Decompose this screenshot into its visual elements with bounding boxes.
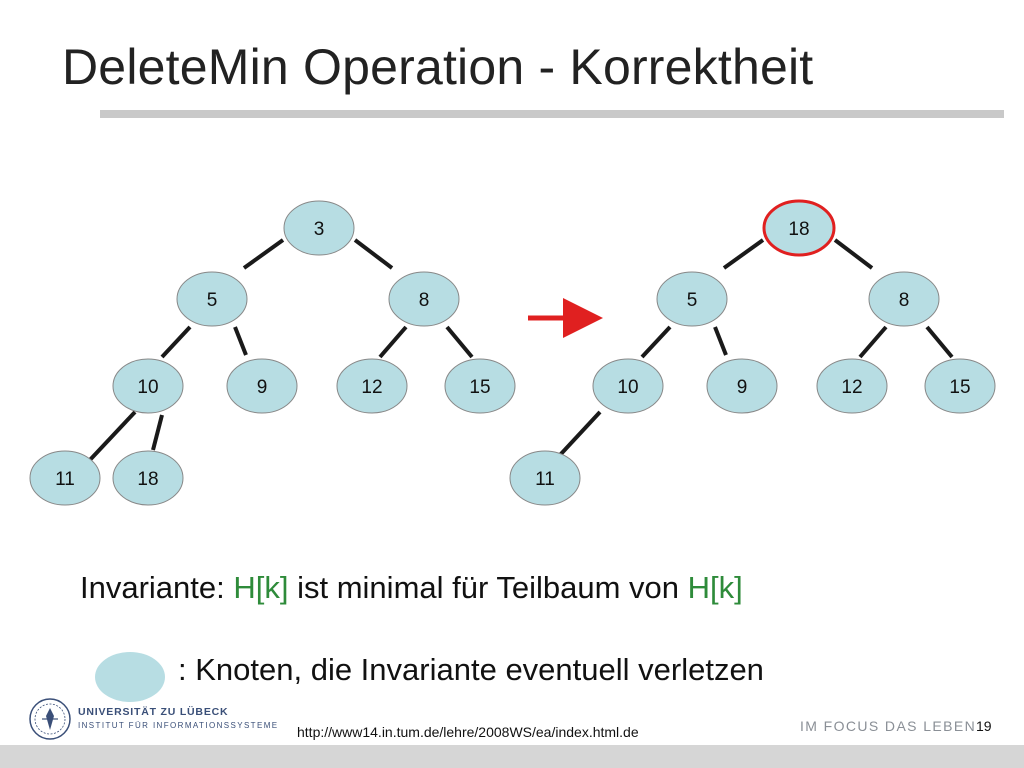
invariant-statement: Invariante: H[k] ist minimal für Teilbau… <box>80 570 743 606</box>
node-key: 10 <box>617 377 638 398</box>
heap-node: 8 <box>868 271 940 327</box>
logo-university-name: UNIVERSITÄT ZU LÜBECK <box>78 706 229 718</box>
node-key: 10 <box>137 377 158 398</box>
invariant-prefix: Invariante: <box>80 570 234 605</box>
tree-after-edges <box>558 238 954 457</box>
heap-node: 11 <box>29 450 101 506</box>
heap-node: 11 <box>509 450 581 506</box>
edge <box>722 238 765 270</box>
edge <box>713 326 728 356</box>
highlighted-heap-node: 18 <box>762 199 836 257</box>
edge <box>160 325 192 359</box>
invariant-key: H[k] <box>233 570 289 605</box>
edge <box>353 238 394 270</box>
title-underline <box>100 110 1004 118</box>
logo-institute-name: INSTITUT FÜR INFORMATIONSSYSTEME <box>78 721 279 730</box>
heap-node: 5 <box>176 271 248 327</box>
edge <box>858 325 888 359</box>
edge <box>233 326 248 356</box>
heap-node: 3 <box>283 200 355 256</box>
heap-node: 10 <box>112 358 184 414</box>
source-url: http://www14.in.tum.de/lehre/2008WS/ea/i… <box>297 724 639 740</box>
university-logo: UNIVERSITÄT ZU LÜBECK INSTITUT FÜR INFOR… <box>28 697 279 741</box>
heap-node: 12 <box>816 358 888 414</box>
edge <box>86 410 137 464</box>
edge <box>378 325 408 359</box>
legend-node-swatch <box>95 652 165 702</box>
heap-diagram: 3 5 8 10 9 12 15 11 <box>29 199 996 506</box>
node-key: 18 <box>137 469 158 490</box>
heap-node: 15 <box>444 358 516 414</box>
heap-node: 9 <box>226 358 298 414</box>
node-key: 8 <box>419 290 430 311</box>
node-key: 9 <box>737 377 748 398</box>
edge <box>445 325 474 359</box>
heap-node: 8 <box>388 271 460 327</box>
university-seal-icon <box>29 698 71 740</box>
footer-bar <box>0 745 1024 768</box>
heap-node: 10 <box>592 358 664 414</box>
edge <box>833 238 874 270</box>
node-key: 8 <box>899 290 910 311</box>
edge <box>242 238 285 270</box>
node-key: 15 <box>949 377 970 398</box>
legend-text: : Knoten, die Invariante eventuell verle… <box>178 652 764 687</box>
heap-node: 5 <box>656 271 728 327</box>
heap-node: 12 <box>336 358 408 414</box>
node-key: 5 <box>207 290 218 311</box>
footer-slogan: IM FOCUS DAS LEBEN <box>800 718 977 734</box>
tree-after-nodes: 18 5 8 10 9 12 15 11 <box>509 199 996 506</box>
tree-before-nodes: 3 5 8 10 9 12 15 11 <box>29 200 516 506</box>
edge <box>925 325 954 359</box>
node-key: 18 <box>788 219 809 240</box>
tree-before-edges <box>86 238 474 464</box>
node-key: 11 <box>55 469 75 490</box>
heap-node: 18 <box>112 450 184 506</box>
page-number: 19 <box>976 718 992 734</box>
edge <box>640 325 672 359</box>
node-key: 12 <box>361 377 382 398</box>
node-key: 5 <box>687 290 698 311</box>
invariant-middle: ist minimal für Teilbaum von <box>288 570 688 605</box>
invariant-key: H[k] <box>687 570 743 605</box>
slide-title: DeleteMin Operation - Korrektheit <box>62 39 814 95</box>
node-key: 12 <box>841 377 862 398</box>
node-key: 11 <box>535 469 555 490</box>
node-key: 9 <box>257 377 268 398</box>
heap-node: 15 <box>924 358 996 414</box>
heap-node: 9 <box>706 358 778 414</box>
node-key: 3 <box>314 219 325 240</box>
edge <box>558 410 602 457</box>
node-key: 15 <box>469 377 490 398</box>
edge <box>151 414 164 451</box>
